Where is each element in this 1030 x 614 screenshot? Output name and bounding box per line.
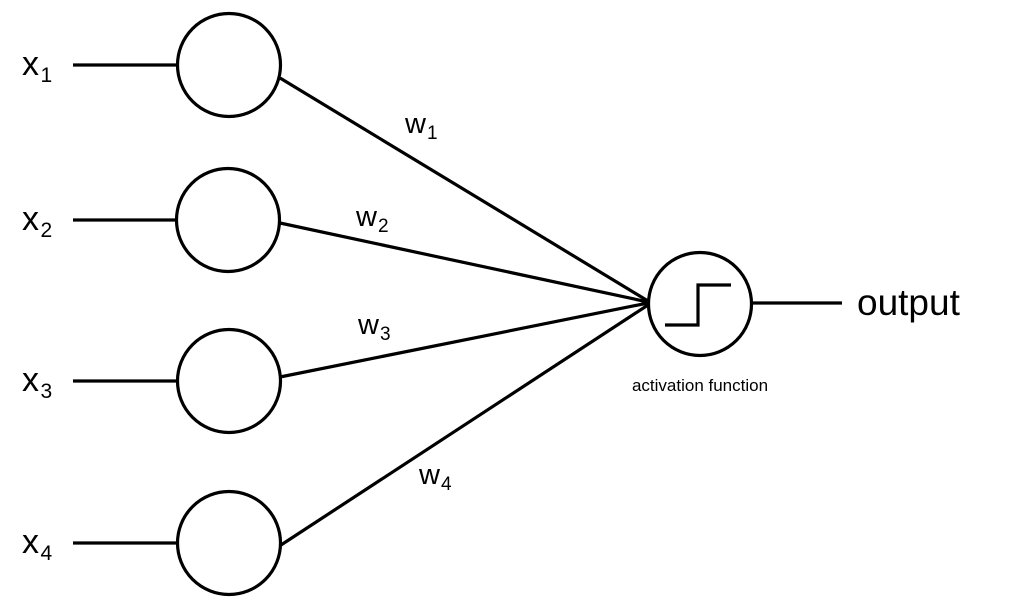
- output-label: output: [857, 282, 960, 323]
- weight-edge-1: [279, 76, 649, 303]
- input-label-3: x3: [22, 361, 53, 403]
- weight-edge-3: [279, 301, 649, 379]
- step-function-icon: [665, 283, 731, 327]
- activation-function-caption: activation function: [631, 376, 769, 395]
- activation-node: [646, 250, 754, 358]
- neuron-node-4: [175, 489, 283, 597]
- neuron-node-2: [174, 166, 282, 274]
- weight-label-2: w2: [356, 201, 389, 237]
- weight-label-1: w1: [405, 108, 438, 144]
- neuron-node-3: [175, 327, 283, 435]
- neuron-node-1: [175, 11, 283, 119]
- input-label-1: x1: [22, 45, 53, 87]
- weight-label-3: w3: [358, 309, 391, 345]
- weight-edge-2: [279, 221, 649, 304]
- input-label-4: x4: [22, 523, 53, 565]
- input-label-2: x2: [22, 200, 53, 242]
- weight-label-4: w4: [419, 459, 452, 495]
- weight-edge-4: [280, 303, 649, 547]
